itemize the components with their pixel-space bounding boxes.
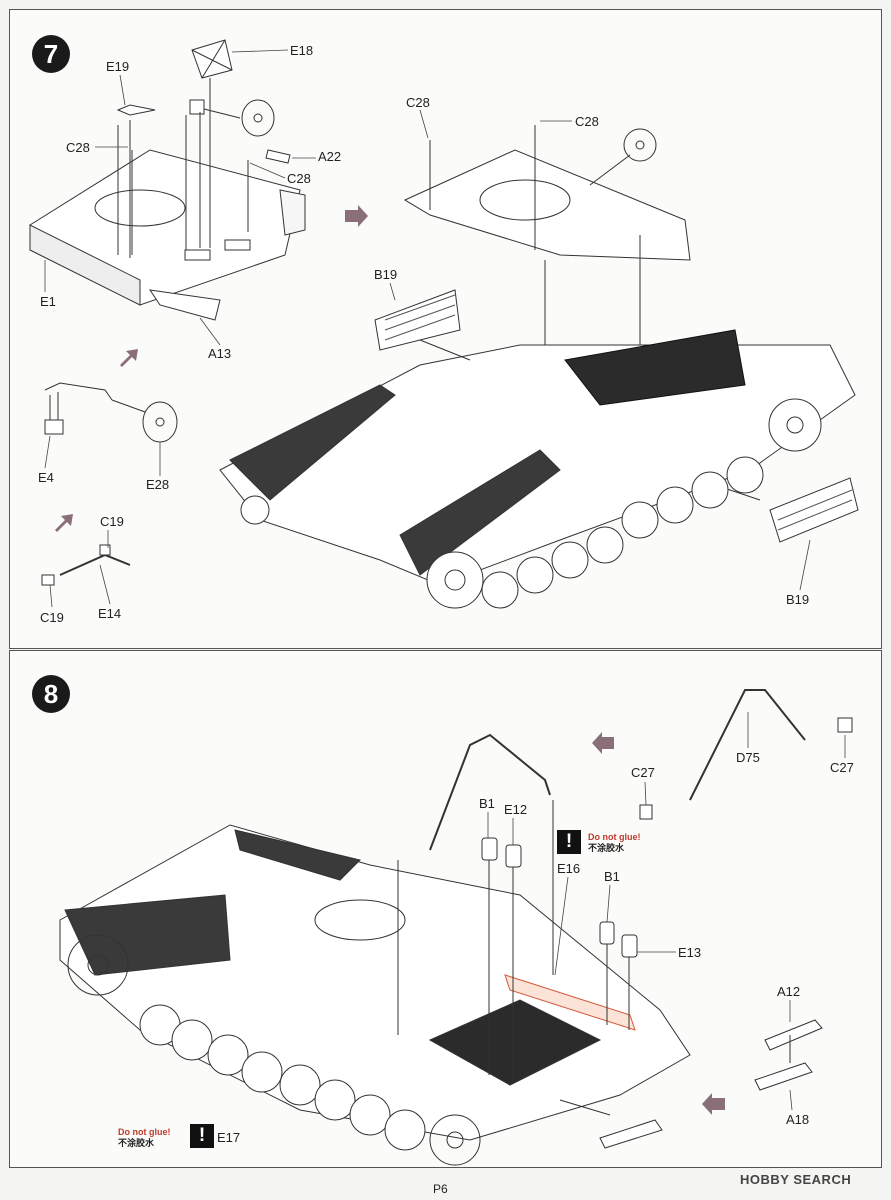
road-wheels-step7	[240, 398, 822, 609]
label-e13: E13	[678, 945, 702, 960]
direction-arrow	[592, 732, 614, 754]
a18-part	[754, 1062, 813, 1091]
label-b1: B1	[479, 796, 495, 811]
label-e17: E17	[217, 1130, 241, 1145]
label-e19: E19	[106, 59, 130, 74]
label-e4: E4	[38, 470, 54, 485]
label-a13: A13	[208, 346, 232, 361]
e1-superstructure-plate	[29, 149, 301, 306]
direction-arrow	[120, 349, 138, 367]
label-b19: B19	[786, 592, 810, 607]
label-c28: C28	[406, 95, 430, 110]
label-a22: A22	[318, 149, 342, 164]
label-a12: A12	[777, 984, 801, 999]
rear-deck-grille	[428, 999, 602, 1086]
do-not-glue-warning: Do not glue! 不涂胶水	[588, 832, 641, 853]
step-7-badge: 7	[32, 35, 70, 73]
label-a18: A18	[786, 1112, 810, 1127]
label-b19: B19	[374, 267, 398, 282]
label-c28: C28	[575, 114, 599, 129]
b19-grille-right	[769, 477, 859, 543]
e18-hatch	[191, 39, 233, 79]
label-b1: B1	[604, 869, 620, 884]
direction-arrow	[702, 1093, 725, 1115]
label-c19: C19	[100, 514, 124, 529]
label-c28: C28	[66, 140, 90, 155]
label-e1: E1	[40, 294, 56, 309]
label-e14: E14	[98, 606, 122, 621]
hull-rear-view	[59, 824, 691, 1141]
label-c28: C28	[287, 171, 311, 186]
e16-plate	[504, 974, 636, 1031]
label-e18: E18	[290, 43, 314, 58]
direction-arrow	[55, 514, 73, 532]
do-not-glue-warning: Do not glue! 不涂胶水	[118, 1127, 171, 1148]
step-8-badge: 8	[32, 675, 70, 713]
label-e16: E16	[557, 861, 581, 876]
b19-grille-left	[374, 289, 461, 351]
label-c19: C19	[40, 610, 64, 625]
warning-icon: !	[190, 1124, 214, 1148]
page-number: P6	[433, 1182, 448, 1196]
label-e28: E28	[146, 477, 170, 492]
label-c27: C27	[830, 760, 854, 775]
label-c27: C27	[631, 765, 655, 780]
a12-part	[764, 1019, 823, 1051]
road-wheels-step8	[139, 1004, 426, 1151]
label-e12: E12	[504, 802, 528, 817]
warning-icon: !	[557, 830, 581, 854]
direction-arrow	[345, 205, 368, 227]
hull-upper-plate	[403, 149, 691, 261]
watermark-logo: HOBBY SEARCH	[740, 1172, 852, 1187]
engine-deck-grille	[564, 329, 746, 406]
label-d75: D75	[736, 750, 760, 765]
